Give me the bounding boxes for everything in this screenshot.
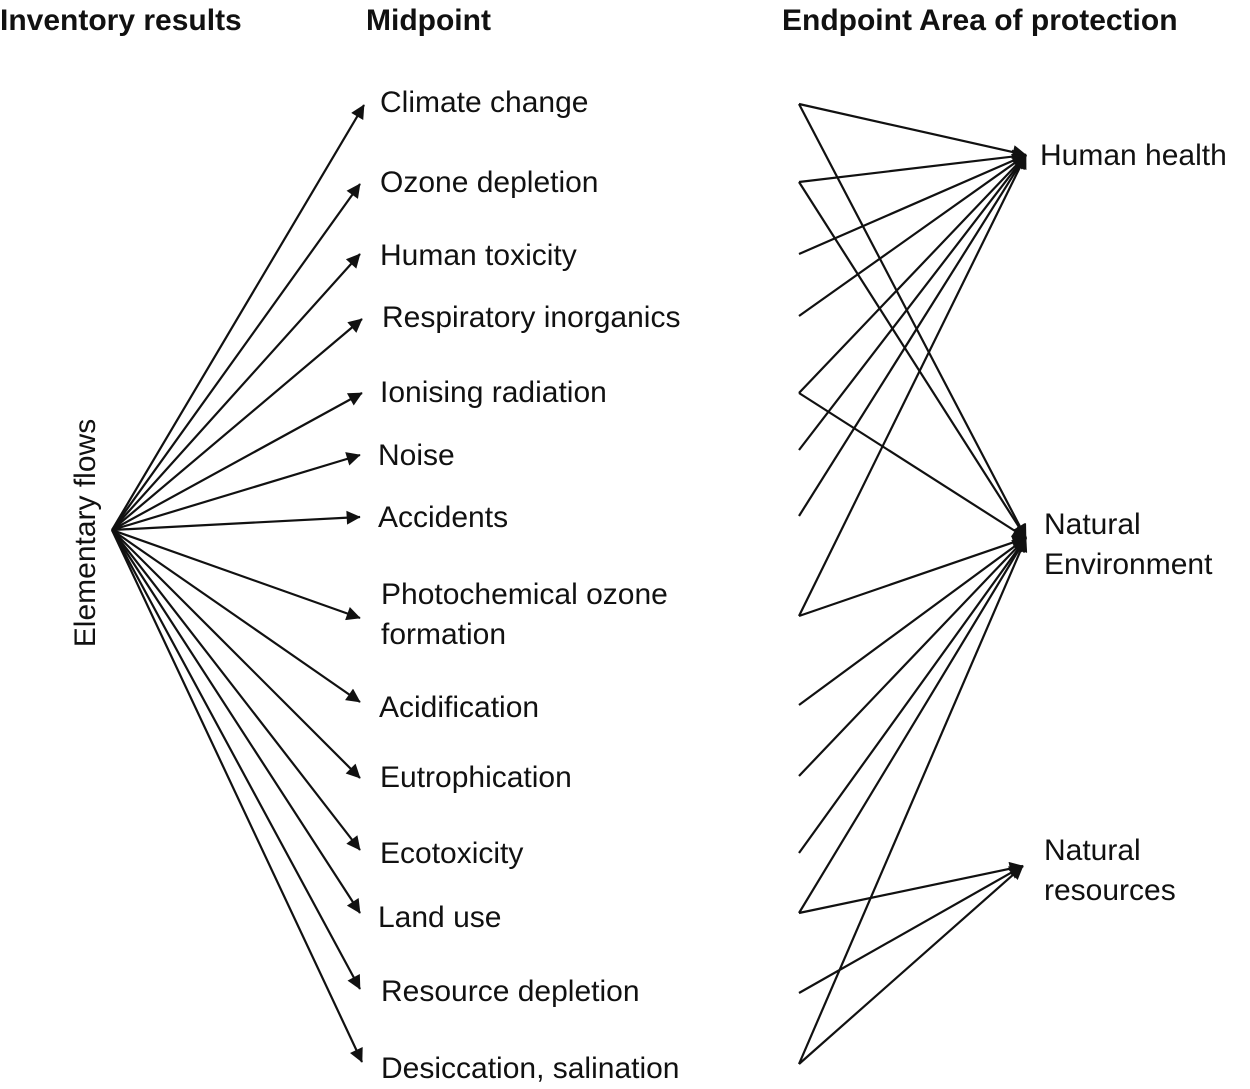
midpoint-label-ecotoxicity: Ecotoxicity — [380, 834, 523, 874]
midpoint-label-line: Resource depletion — [381, 975, 640, 1008]
midpoint-label-eutrophication: Eutrophication — [380, 758, 572, 798]
link-respiratory-inorganics-to-human-health — [798, 154, 1027, 317]
link-ecotoxicity-to-natural-environment — [798, 537, 1027, 854]
midpoint-label-climate-change: Climate change — [380, 83, 588, 123]
midpoint-label-line: Climate change — [380, 86, 589, 119]
midpoint-label-ozone-depletion: Ozone depletion — [380, 163, 599, 203]
link-ozone-depletion-to-human-health — [798, 149, 1027, 184]
header-inventory-results: Inventory results — [0, 4, 242, 37]
midpoint-label-noise: Noise — [378, 436, 455, 476]
arrow-to-resource-depletion — [111, 529, 361, 990]
link-desiccation-salination-to-natural-resources — [798, 865, 1024, 1065]
arrow-to-eutrophication — [111, 529, 361, 779]
link-noise-to-human-health — [798, 154, 1027, 451]
endpoint-label-line: Environment — [1044, 548, 1213, 581]
arrow-to-ozone-depletion — [111, 183, 361, 531]
midpoint-label-line: Ozone depletion — [380, 166, 599, 199]
link-ionising-radiation-to-human-health — [798, 154, 1027, 394]
midpoint-label-line: Noise — [378, 439, 455, 472]
arrow-to-human-toxicity — [111, 253, 361, 531]
endpoint-label-line: Natural — [1044, 834, 1141, 867]
arrow-to-acidification — [111, 529, 361, 703]
link-resource-depletion-to-natural-resources — [798, 865, 1024, 994]
endpoint-label-human-health: Human health — [1040, 136, 1227, 176]
midpoint-label-line: Desiccation, salination — [381, 1052, 680, 1085]
arrow-to-desiccation-salination — [111, 529, 363, 1063]
endpoint-label-line: resources — [1044, 874, 1176, 907]
midpoint-label-line: Acidification — [379, 691, 540, 724]
midpoint-label-line: Human toxicity — [380, 239, 577, 272]
link-accidents-to-human-health — [798, 154, 1027, 517]
link-ozone-depletion-to-natural-environment — [798, 181, 1027, 539]
midpoint-label-resource-depletion: Resource depletion — [381, 972, 640, 1012]
arrow-to-land-use — [111, 529, 361, 914]
link-ionising-radiation-to-natural-environment — [798, 392, 1027, 539]
arrow-to-accidents — [111, 510, 361, 532]
link-eutrophication-to-natural-environment — [798, 537, 1027, 777]
midpoint-label-respiratory-inorganics: Respiratory inorganics — [382, 298, 680, 338]
link-land-use-to-natural-resources — [798, 861, 1024, 915]
link-climate-change-to-human-health — [798, 102, 1027, 159]
midpoint-label-acidification: Acidification — [379, 688, 539, 728]
midpoint-label-accidents: Accidents — [378, 498, 508, 538]
midpoint-label-line: Ionising radiation — [380, 376, 607, 409]
endpoint-label-line: Human health — [1040, 139, 1227, 172]
midpoint-label-line: Photochemical ozone — [381, 578, 668, 611]
link-photochemical-ozone-formation-to-natural-environment — [798, 535, 1027, 618]
header-endpoint-area-of-protection: Endpoint Area of protection — [782, 4, 1178, 37]
endpoint-links-group — [797, 102, 1028, 1065]
midpoint-label-line: Land use — [378, 901, 502, 934]
midpoint-label-line: Ecotoxicity — [380, 837, 524, 870]
midpoint-label-line: Eutrophication — [380, 761, 572, 794]
arrow-to-respiratory-inorganics — [111, 318, 363, 531]
midpoint-label-human-toxicity: Human toxicity — [380, 236, 577, 276]
link-climate-change-to-natural-environment — [798, 103, 1027, 539]
midpoint-label-photochemical-ozone-formation: Photochemical ozone formation — [381, 575, 668, 655]
arrow-to-ionising-radiation — [111, 392, 363, 531]
midpoint-label-line: formation — [381, 618, 507, 651]
midpoint-label-line: Accidents — [378, 501, 509, 534]
arrow-to-ecotoxicity — [111, 529, 361, 851]
endpoint-label-line: Natural — [1044, 508, 1141, 541]
midpoint-label-land-use: Land use — [378, 898, 501, 938]
link-human-toxicity-to-human-health — [798, 153, 1027, 256]
endpoint-label-natural-resources: Natural resources — [1044, 831, 1176, 911]
midpoint-label-desiccation-salination: Desiccation, salination — [381, 1049, 680, 1089]
arrow-to-climate-change — [111, 104, 365, 531]
flow-arrows-group — [111, 104, 365, 1063]
arrow-to-photochemical-ozone-formation — [111, 528, 361, 621]
link-photochemical-ozone-formation-to-human-health — [798, 154, 1027, 617]
link-acidification-to-natural-environment — [798, 537, 1027, 706]
midpoint-label-ionising-radiation: Ionising radiation — [380, 373, 607, 413]
link-desiccation-salination-to-natural-environment — [797, 537, 1028, 1065]
link-land-use-to-natural-environment — [798, 537, 1027, 914]
midpoint-label-line: Respiratory inorganics — [382, 301, 681, 334]
arrow-to-noise — [111, 452, 361, 532]
header-midpoint: Midpoint — [366, 4, 491, 37]
